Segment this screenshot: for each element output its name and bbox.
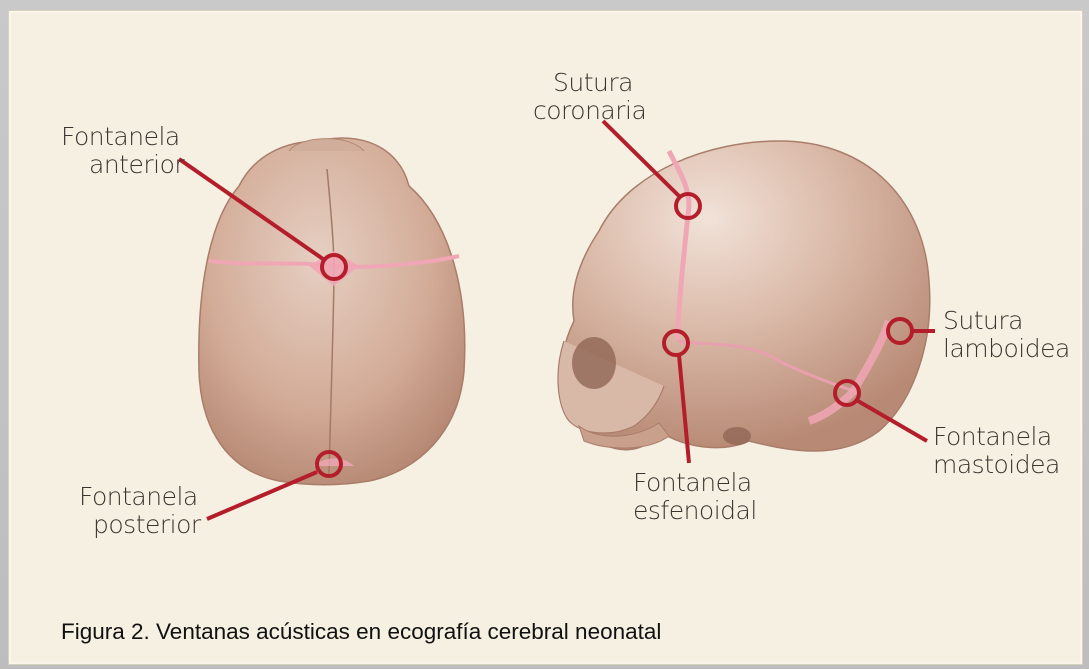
label-fontanela-mastoidea: Fontanela mastoidea — [933, 423, 1060, 479]
figure-caption: Figura 2. Ventanas acústicas en ecografí… — [61, 619, 661, 645]
label-sutura-coronaria: Sutura coronaria — [533, 69, 646, 125]
figure-panel: Fontanela anterior Fontanela posterior S… — [8, 10, 1083, 665]
label-sutura-lamboidea: Sutura lamboidea — [943, 307, 1070, 363]
skull-top-view — [199, 138, 465, 485]
label-fontanela-esfenoidal: Fontanela esfenoidal — [633, 469, 757, 525]
skull-side-view — [558, 141, 930, 451]
label-fontanela-posterior: Fontanela posterior — [79, 483, 201, 539]
label-fontanela-anterior: Fontanela anterior — [61, 123, 184, 179]
